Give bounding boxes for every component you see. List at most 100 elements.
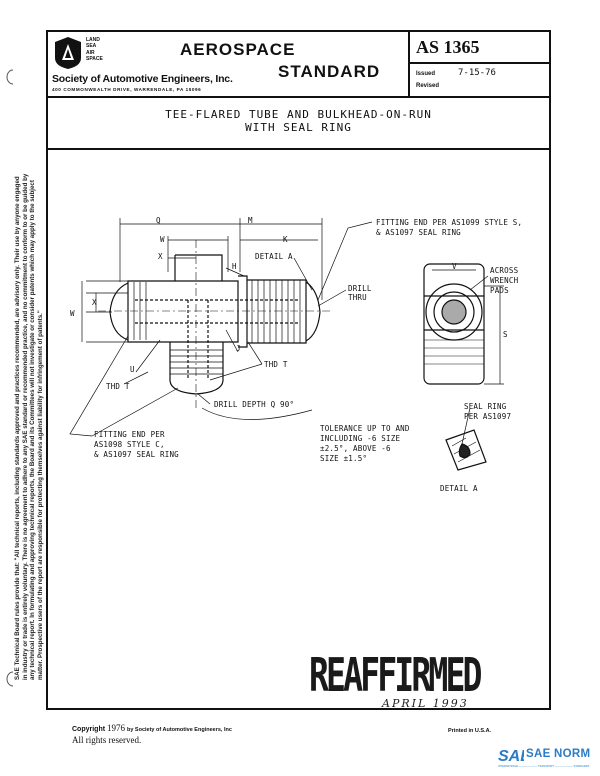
label-fitting-c-line: FITTING END PER [94,430,165,439]
doc-number: AS 1365 [416,37,480,57]
label-w-left: W [70,309,75,318]
label-v: V [452,262,457,271]
label-thd-t-left: THD T [106,382,130,391]
logo-word: LAND [86,37,100,43]
org-address: 400 COMMONWEALTH DRIVE, WARRENDALE, PA 1… [52,87,202,92]
leader-j [225,329,239,353]
end-view-inner-ring [433,291,475,333]
label-tolerance-line: SIZE ±1.5° [320,454,368,463]
title-line: WITH SEAL RING [245,121,352,134]
label-h: H [232,262,237,271]
center-line [98,240,330,410]
internal-bore [135,299,300,380]
label-fitting-s-line: & AS1097 SEAL RING [376,228,461,237]
angle-arc [201,407,313,420]
bulkhead-run [247,279,307,344]
org-name: Society of Automotive Engineers, Inc. [52,73,233,85]
end-view-bore [441,299,467,325]
printed-in: Printed in U.S.A. [448,728,492,734]
title-line: TEE-FLARED TUBE AND BULKHEAD-ON-RUN [165,108,432,121]
copyright: Copyright 1976 by Society of Automotive … [72,723,232,733]
label-tolerance-line: TOLERANCE UP TO AND [320,424,410,433]
binding-marks [6,69,14,687]
right-flare [305,281,321,342]
document-header: LAND SEA AIR SPACE Society of Automotive… [46,30,551,98]
label-drill-thru-line: DRILL [348,284,372,293]
label-tolerance: TOLERANCE UP TO AND INCLUDING -6 SIZE ±2… [320,424,410,464]
label-detail-a-ref: DETAIL A [255,252,293,261]
leader-seal-ring [461,407,471,445]
header-divider [410,62,549,64]
sae-logo-icon [55,37,81,69]
leader-drill [317,289,347,307]
label-j: J [236,344,241,353]
header-divider [408,32,410,96]
label-w-top: W [160,235,165,244]
sae-norm-logo-icon: SAE [498,748,524,764]
leader-h [225,267,245,277]
header-title-line2: STANDARD [278,62,381,81]
leader-thd-t-right [209,341,263,381]
brand-subtitle: INTERNATIONAL ——————— TRANSPORT ——————— … [498,765,590,768]
label-x-left: X [92,298,97,307]
revised-label: Revised [416,83,440,89]
leader-fitting-c [69,335,179,437]
document-title: TEE-FLARED TUBE AND BULKHEAD-ON-RUN WITH… [46,98,551,150]
leader-thd-t-left [123,371,149,385]
copyright-prefix: Copyright [72,726,106,733]
label-tolerance-line: ±2.5°, ABOVE -6 [320,444,391,453]
label-x-top: X [158,252,163,261]
label-across-line: WRENCH [490,276,519,285]
dim-w-left [81,280,128,343]
tee-run-outline [127,280,239,343]
logo-word: SPACE [86,56,103,63]
binding-hole-top [6,69,14,85]
logo-words: LAND SEA AIR SPACE [86,37,103,63]
dim-w-top [167,236,229,272]
bulkhead-nut [238,275,248,348]
drawing-area [46,150,551,710]
tee-stem-base [169,379,224,395]
label-fitting-c-line: & AS1097 SEAL RING [94,450,179,459]
threads-stem [170,349,223,375]
leader-u [135,339,161,373]
label-seal-ring: SEAL RING PER AS1097 [464,402,511,422]
reaffirmed-stamp: REAFFIRMED [309,648,482,702]
label-across-line: PADS [490,286,509,295]
label-fitting-c-line: AS1098 STYLE C, [94,440,165,449]
label-fitting-c: FITTING END PER AS1098 STYLE C, & AS1097… [94,430,179,460]
label-tolerance-line: INCLUDING -6 SIZE [320,434,401,443]
label-drill-depth: DRILL DEPTH Q 90° [214,400,295,409]
copyright-year: 1976 [107,723,126,733]
binding-hole-bottom [6,671,14,687]
leader-fitting-s [317,221,373,301]
label-drill-thru: DRILL THRU [348,284,372,302]
leader-detail-a [293,257,313,291]
end-view-threads [424,339,484,365]
dim-s [484,285,504,385]
threads-right [251,280,301,343]
leader-across [469,275,489,291]
end-view-pads [424,295,484,331]
tee-left-flare [109,282,129,341]
logo-word: SEA [86,43,97,50]
issued-label: Issued [416,71,436,77]
leader-drill-depth [197,393,211,405]
svg-text:SAE: SAE [498,748,524,764]
label-drill-thru-line: THRU [348,293,367,302]
end-view-body [423,263,485,385]
label-fitting-s-line: FITTING END PER AS1099 STYLE S, [376,218,523,227]
dim-q [119,218,241,282]
label-s: S [503,330,508,339]
reaffirmed-date: APRIL 1993 [382,697,469,710]
issued-date: 7-15-76 [458,68,496,78]
sae-norm-brand: SAE SAE NORM INTERNATIONAL ——————— TRANS… [498,746,598,772]
label-q: Q [156,216,161,225]
copyright-by: by Society of Automotive Engineers, Inc [126,727,232,733]
logo-word: AIR [86,49,95,56]
dim-x-left [86,292,128,313]
label-u: U [130,365,135,374]
label-seal-ring-line: PER AS1097 [464,412,512,421]
